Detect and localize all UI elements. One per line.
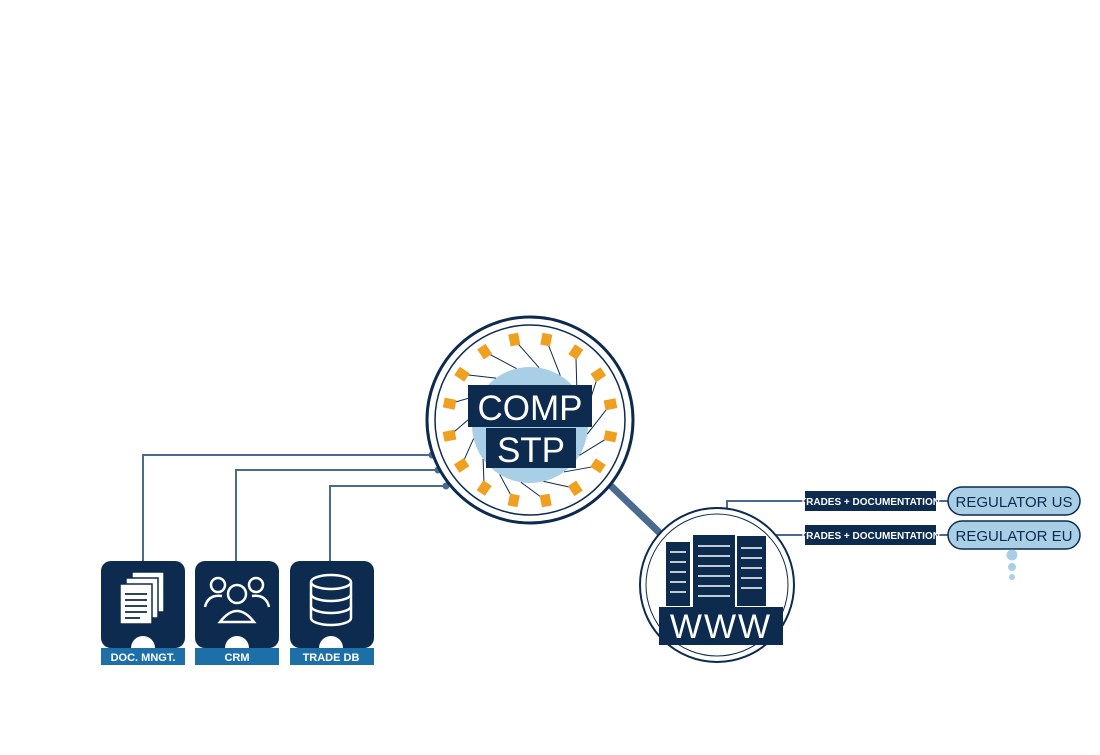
hub-node [454,366,470,382]
hub-label-comp: COMP [478,389,583,428]
flow-tag-label: TRADES + DOCUMENTATION [800,531,940,542]
regulator-us-label: REGULATOR US [956,494,1073,511]
hub-node [539,493,552,508]
hub-node [540,332,553,347]
flow-tag [805,491,936,511]
regulator-eu-label: REGULATOR EU [956,528,1073,545]
users-icon [203,576,271,624]
source-trade-db: TRADE DB [290,561,374,665]
hub-node [590,367,607,383]
hub-node [568,344,584,360]
hub-node [476,480,492,496]
hub-label-box-2 [486,428,576,468]
hub-node [603,398,618,411]
server-label-box [659,607,783,645]
hub-node [590,458,606,474]
connector-trade-db [329,485,446,565]
hub-node [477,343,493,360]
hub-node [567,480,583,497]
regulator-us-pill[interactable] [947,486,1081,516]
hub-node [442,429,457,442]
source-label: DOC. MNGT. [111,652,176,664]
hub-node-ring [442,332,618,508]
source-label-bar [101,648,185,665]
hub-node [507,493,520,508]
source-label-bar [195,648,279,665]
flow-tag-label: TRADES + DOCUMENTATION [800,497,940,508]
server-label: WWW [670,608,772,646]
connector-doc-mngt [142,454,432,565]
tile-connector-notch [131,636,155,648]
source-label: CRM [224,652,249,664]
source-tile[interactable] [195,561,279,648]
flow-us: TRADES + DOCUMENTATION REGULATOR US [800,486,1081,516]
flow-tag [805,525,936,545]
more-regulators-dots [1006,549,1018,580]
tile-connector-notch [319,636,343,648]
tile-connector-notch [225,636,249,648]
source-crm: CRM [195,561,279,665]
magnifier-handle [606,481,669,542]
documents-icon [119,571,165,625]
hub-node [453,457,470,473]
source-label-bar [290,648,374,665]
database-icon [309,573,353,627]
connector-crm [235,469,438,565]
hub-node [508,332,521,347]
hub-label-stp: STP [497,431,565,470]
server-rack-icon [666,535,766,607]
source-label: TRADE DB [303,652,360,664]
server-node: WWW [639,507,795,663]
flow-eu: TRADES + DOCUMENTATION REGULATOR EU [800,520,1081,550]
regulator-eu-pill[interactable] [947,520,1081,550]
source-connectors [142,454,446,565]
source-doc-mngt: DOC. MNGT. [101,561,185,665]
hub-node [603,430,618,443]
hub-label-box-1 [468,385,592,427]
hub-magnifier: COMP STP [425,315,635,525]
hub-node [442,397,457,410]
